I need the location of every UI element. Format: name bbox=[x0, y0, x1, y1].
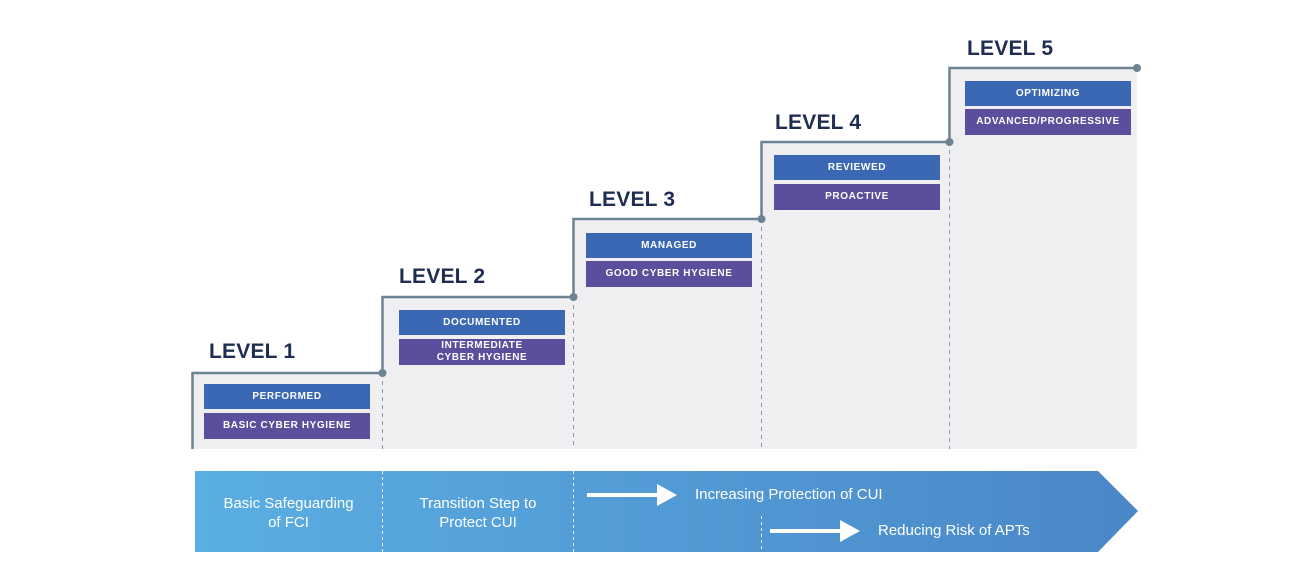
arrow-right-icon bbox=[587, 484, 677, 506]
level-2-practice-tag: INTERMEDIATE CYBER HYGIENE bbox=[399, 339, 565, 365]
staircase-line bbox=[191, 66, 1137, 449]
level-5-title: LEVEL 5 bbox=[967, 37, 1054, 60]
level-1-practice-tag: BASIC CYBER HYGIENE bbox=[204, 413, 370, 439]
level-4-title: LEVEL 4 bbox=[775, 111, 862, 134]
band-dividers bbox=[382, 471, 762, 552]
band-segment-1-label: Basic Safeguarding of FCI bbox=[223, 495, 354, 531]
band-segment-2-label: Transition Step to Protect CUI bbox=[419, 495, 537, 531]
level-4-practice-tag: PROACTIVE bbox=[774, 184, 940, 210]
level-3-practice-tag: GOOD CYBER HYGIENE bbox=[586, 261, 752, 287]
level-1-process-tag: PERFORMED bbox=[204, 384, 370, 409]
level-1-title: LEVEL 1 bbox=[209, 340, 296, 363]
level-3-title: LEVEL 3 bbox=[589, 188, 676, 211]
level-4-process-tag: REVIEWED bbox=[774, 155, 940, 180]
level-2-process-tag: DOCUMENTED bbox=[399, 310, 565, 335]
band-arrow-1-label: Increasing Protection of CUI bbox=[695, 486, 883, 503]
level-5-practice-tag: ADVANCED/PROGRESSIVE bbox=[965, 109, 1131, 135]
level-3-process-tag: MANAGED bbox=[586, 233, 752, 258]
level-5-process-tag: OPTIMIZING bbox=[965, 81, 1131, 106]
band-arrow-2-label: Reducing Risk of APTs bbox=[878, 522, 1030, 539]
progress-band bbox=[195, 471, 1138, 552]
step-dividers bbox=[382, 142, 950, 449]
level-2-title: LEVEL 2 bbox=[399, 265, 486, 288]
arrow-right-icon bbox=[770, 520, 860, 542]
step-dots bbox=[378, 64, 1141, 377]
